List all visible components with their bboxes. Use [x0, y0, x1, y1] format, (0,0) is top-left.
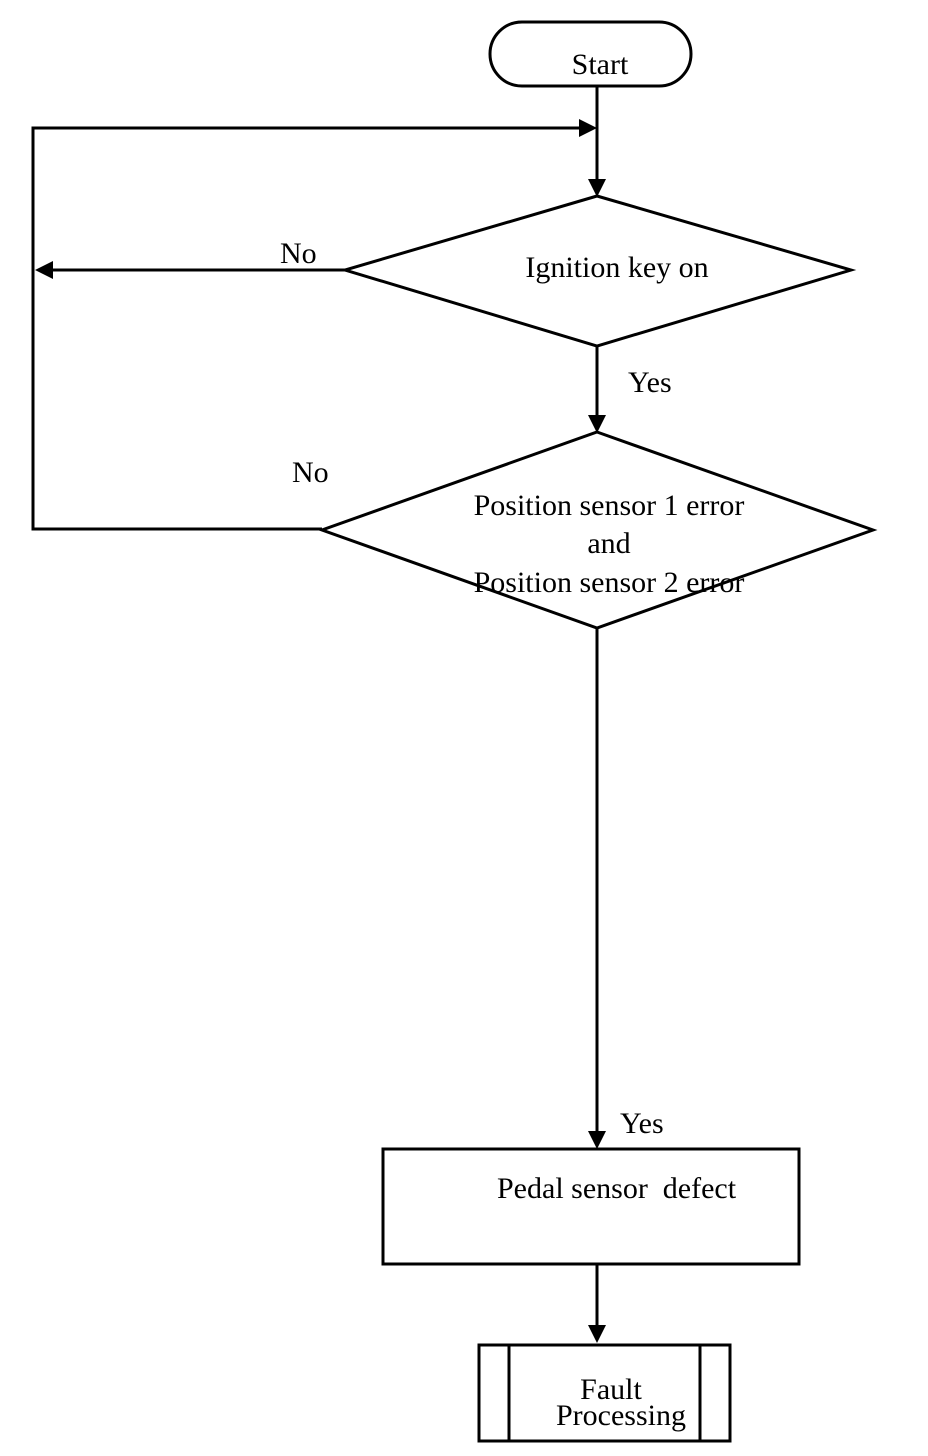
ignition-no-label: No	[280, 237, 317, 270]
decision-sensors-line3: Position sensor 2 error	[474, 566, 745, 599]
subprocess-fault-processing: Fault Processing	[477, 1343, 732, 1443]
decision-position-sensors: Position sensor 1 error and Position sen…	[317, 430, 878, 630]
decision-ignition-key: Ignition key on	[339, 194, 857, 348]
decision-sensors-line2: and	[587, 527, 630, 560]
arrowhead-ignition-no	[35, 261, 53, 279]
loop-back-arrowhead	[579, 119, 597, 137]
subprocess-fault-box	[477, 1343, 732, 1443]
subprocess-label-line2: Processing	[556, 1399, 686, 1432]
process-pedal-sensor-defect: Pedal sensor defect	[381, 1147, 801, 1266]
arrowhead-into-ignition	[588, 179, 606, 197]
subprocess-label-line1: Fault	[580, 1373, 642, 1406]
start-label: Start	[572, 48, 629, 81]
ignition-yes-label: Yes	[628, 366, 672, 399]
decision-sensors-line1: Position sensor 1 error	[474, 489, 745, 522]
start-terminator-shape	[488, 20, 693, 88]
arrowhead-sensors-yes	[588, 1131, 606, 1149]
arrowhead-ignition-yes	[588, 415, 606, 433]
sensors-no-label: No	[292, 456, 329, 489]
decision-ignition-label: Ignition key on	[525, 251, 708, 284]
sensors-yes-label: Yes	[620, 1107, 664, 1140]
process-defect-box	[381, 1147, 801, 1266]
process-defect-label: Pedal sensor defect	[497, 1172, 737, 1205]
start-node: Start	[488, 20, 693, 88]
loop-back-connector	[31, 126, 580, 531]
arrowhead-into-fault	[588, 1325, 606, 1343]
